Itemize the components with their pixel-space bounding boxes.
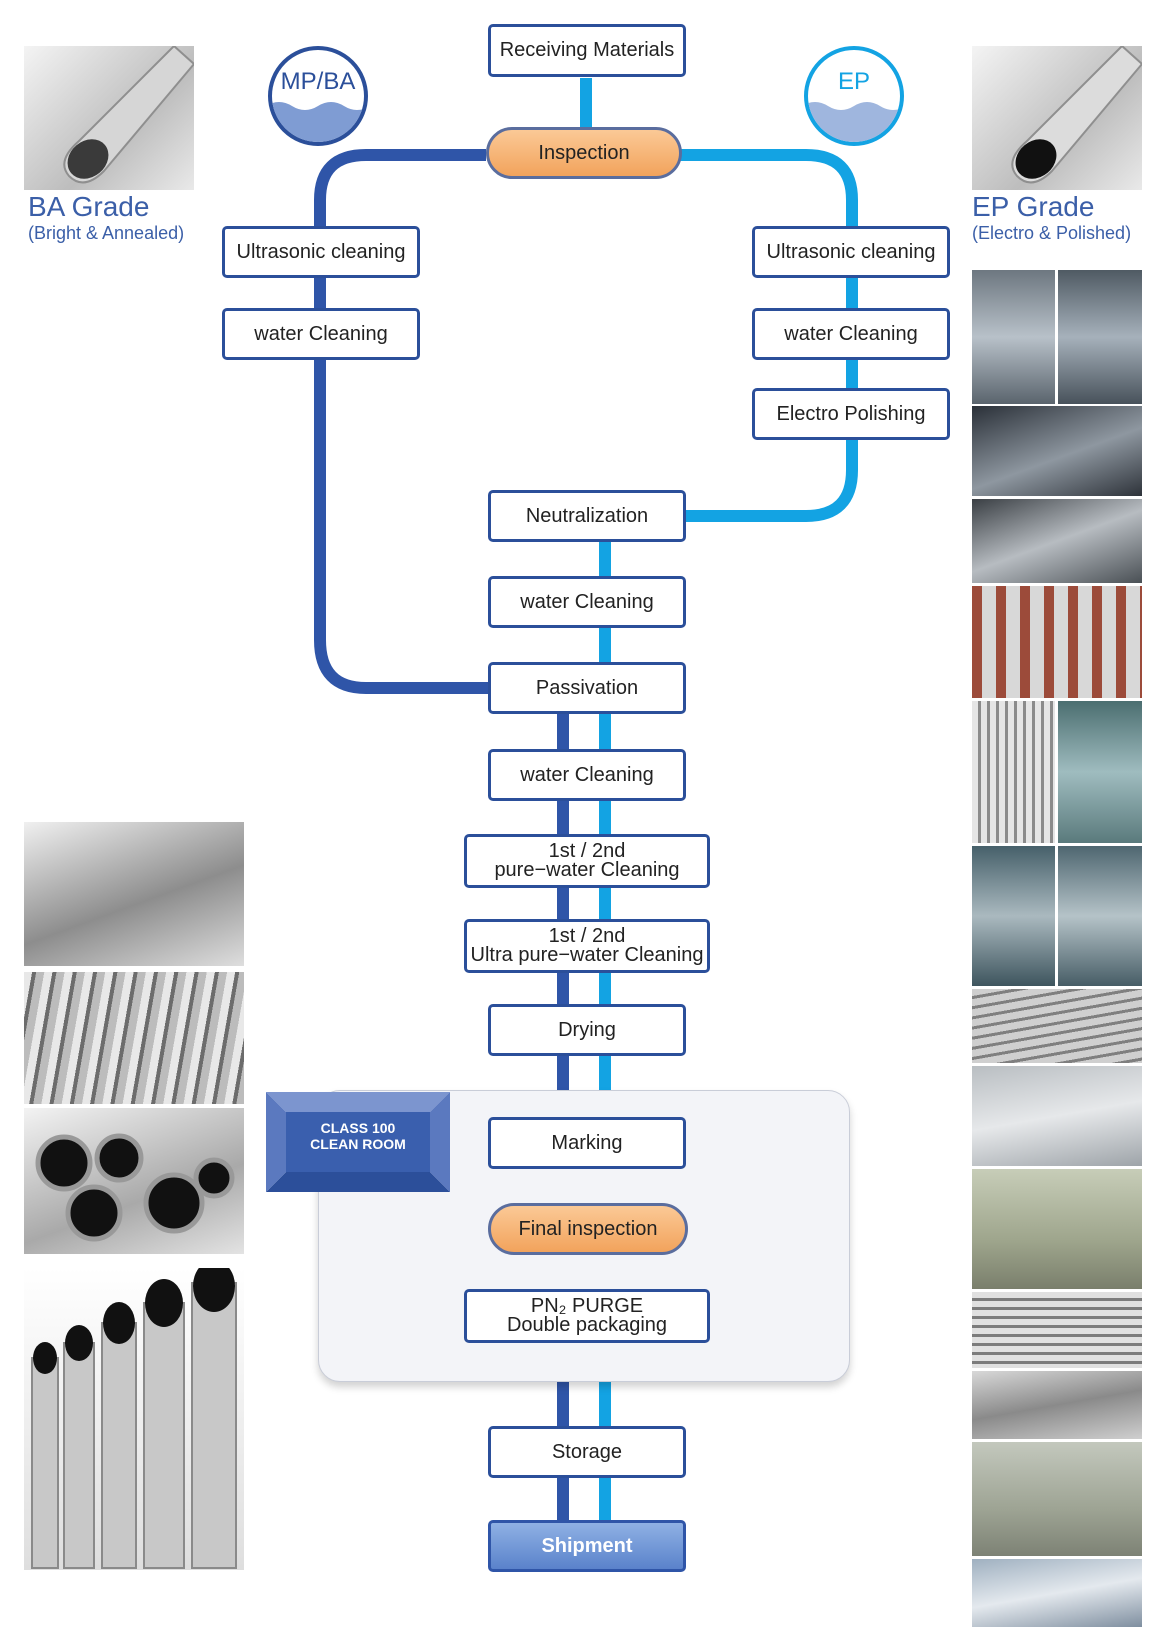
step-receiving-materials: Receiving Materials [488, 24, 686, 77]
ba-tube-photo [24, 46, 194, 190]
ep-grade-subtitle: (Electro & Polished) [972, 223, 1132, 243]
pure-water-line1: 1st / 2nd [548, 840, 626, 862]
process-photo-4 [972, 499, 1142, 583]
tubes-photo-3 [24, 1108, 244, 1254]
tube-ends-illustration [31, 1268, 237, 1569]
tube-end-illustration [63, 46, 194, 184]
step-water-cleaning-2: water Cleaning [488, 749, 686, 801]
tubes-photo-1 [24, 822, 244, 966]
process-photo-1 [972, 270, 1055, 404]
step-ultra-pure-water-cleaning: 1st / 2nd Ultra pure−water Cleaning [464, 919, 710, 973]
step-pn2-purge: PN₂ PURGE Double packaging [464, 1289, 710, 1343]
process-photo-3 [972, 406, 1142, 496]
purge-line1: PN₂ PURGE [530, 1295, 644, 1317]
process-photo-8 [972, 846, 1055, 986]
step-storage: Storage [488, 1426, 686, 1478]
step-inspection: Inspection [486, 127, 682, 179]
process-photo-12 [972, 1169, 1142, 1289]
ultra-pure-line2: Ultra pure−water Cleaning [470, 944, 704, 966]
mp-ba-circle [268, 46, 368, 146]
process-photo-13 [972, 1292, 1142, 1368]
tubes-photo-2 [24, 972, 244, 1104]
ep-circle [804, 46, 904, 146]
mp-ba-circle-label: MP/BA [280, 68, 356, 95]
mp-ba-line-left-branch [314, 149, 490, 694]
step-drying: Drying [488, 1004, 686, 1056]
clean-room-badge [266, 1092, 450, 1192]
tubes-photo-4 [24, 1268, 244, 1570]
tube-ends-illustration [35, 1133, 235, 1242]
step-right-water-cleaning: water Cleaning [752, 308, 950, 360]
step-passivation: Passivation [488, 662, 686, 714]
step-electro-polishing: Electro Polishing [752, 388, 950, 440]
process-photo-15 [972, 1442, 1142, 1556]
ultra-pure-line1: 1st / 2nd [548, 925, 626, 947]
step-water-cleaning-1: water Cleaning [488, 576, 686, 628]
clean-room-label: CLASS 100 CLEAN ROOM [266, 1120, 450, 1152]
clean-room-line2: CLEAN ROOM [310, 1136, 406, 1152]
step-left-water-cleaning: water Cleaning [222, 308, 420, 360]
process-photo-10 [972, 989, 1142, 1063]
process-photo-11 [972, 1066, 1142, 1166]
process-photo-9 [1058, 846, 1142, 986]
step-left-ultrasonic-cleaning: Ultrasonic cleaning [222, 226, 420, 278]
step-final-inspection: Final inspection [488, 1203, 688, 1255]
ba-grade-title: BA Grade [28, 191, 150, 222]
process-photo-2 [1058, 270, 1142, 404]
ep-circle-label: EP [837, 68, 870, 95]
step-marking: Marking [488, 1117, 686, 1169]
process-photo-7 [1058, 701, 1142, 843]
process-photo-6 [972, 701, 1055, 843]
ba-grade-subtitle: (Bright & Annealed) [28, 223, 185, 243]
tube-end-illustration [1011, 46, 1142, 184]
process-photo-16 [972, 1559, 1142, 1627]
step-right-ultrasonic-cleaning: Ultrasonic cleaning [752, 226, 950, 278]
ep-tube-photo [972, 46, 1142, 190]
ep-grade-title: EP Grade [972, 191, 1095, 222]
process-photo-14 [972, 1371, 1142, 1439]
step-shipment: Shipment [488, 1520, 686, 1572]
pure-water-line2: pure−water Cleaning [494, 859, 680, 881]
process-photo-5 [972, 586, 1142, 698]
step-pure-water-cleaning: 1st / 2nd pure−water Cleaning [464, 834, 710, 888]
step-neutralization: Neutralization [488, 490, 686, 542]
purge-line2: Double packaging [506, 1314, 668, 1336]
clean-room-line1: CLASS 100 [320, 1120, 396, 1136]
